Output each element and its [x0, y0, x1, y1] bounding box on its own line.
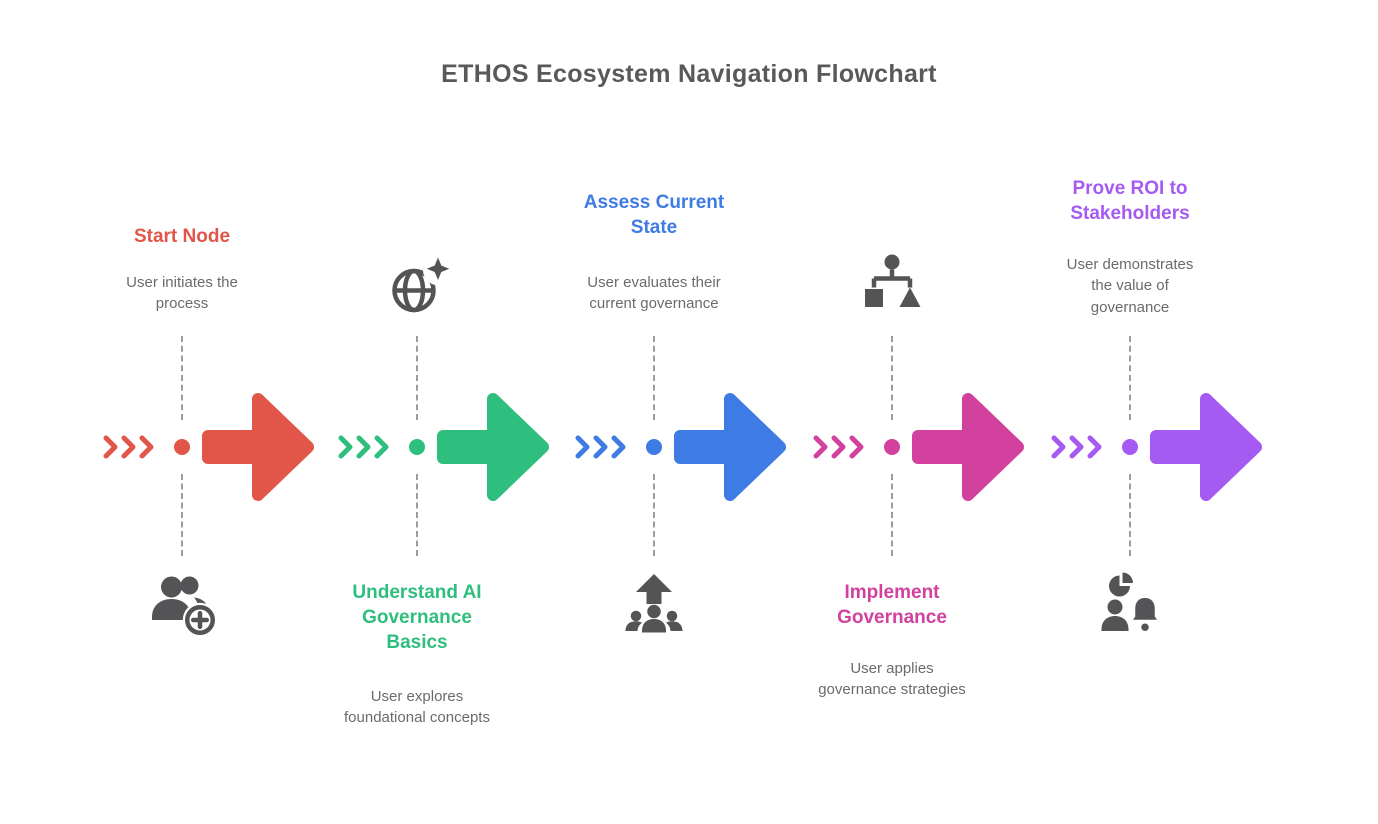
chevron-trail-icon: [813, 435, 864, 459]
dashed-connector: [416, 336, 418, 420]
chevron-trail-icon: [338, 435, 389, 459]
dashed-connector: [891, 474, 893, 556]
dashed-connector: [653, 474, 655, 556]
step-description: User evaluates their current governance: [587, 274, 721, 313]
people-notification-icon: [1101, 572, 1163, 631]
step-description: User applies governance strategies: [818, 660, 966, 699]
flow-arrow-icon: [437, 393, 549, 501]
step-title: Start Node: [133, 226, 231, 247]
node-dot: [409, 439, 425, 455]
dashed-connector: [653, 336, 655, 420]
dashed-connector: [416, 474, 418, 556]
step-title: Understand AI Governance Basics: [352, 582, 482, 654]
globe-sparkle-icon: [392, 255, 453, 313]
step-title: Prove ROI to Stakeholders: [1070, 178, 1190, 225]
step-description: User initiates the process: [126, 274, 238, 313]
chevron-trail-icon: [1051, 435, 1102, 459]
step-title: Assess Current State: [583, 192, 725, 239]
flow-arrow-icon: [912, 393, 1024, 501]
dashed-connector: [181, 474, 183, 556]
growth-person-icon: [625, 574, 683, 633]
flow-arrow-icon: [674, 393, 786, 501]
dashed-connector: [891, 336, 893, 420]
hierarchy-icon: [865, 254, 921, 307]
step-description: User explores foundational concepts: [344, 688, 490, 727]
step-description: User demonstrates the value of governanc…: [1066, 256, 1194, 316]
dashed-connector: [1129, 474, 1131, 556]
dashed-connector: [1129, 336, 1131, 420]
chevron-trail-icon: [575, 435, 626, 459]
node-dot: [884, 439, 900, 455]
flow-arrow-icon: [1150, 393, 1262, 501]
step-title: Implement Governance: [837, 582, 947, 629]
node-dot: [174, 439, 190, 455]
dashed-connector: [181, 336, 183, 420]
node-dot: [1122, 439, 1138, 455]
user-add-icon: [152, 576, 218, 638]
node-dot: [646, 439, 662, 455]
chevron-trail-icon: [103, 435, 154, 459]
page-title: ETHOS Ecosystem Navigation Flowchart: [441, 60, 937, 88]
flow-arrow-icon: [202, 393, 314, 501]
